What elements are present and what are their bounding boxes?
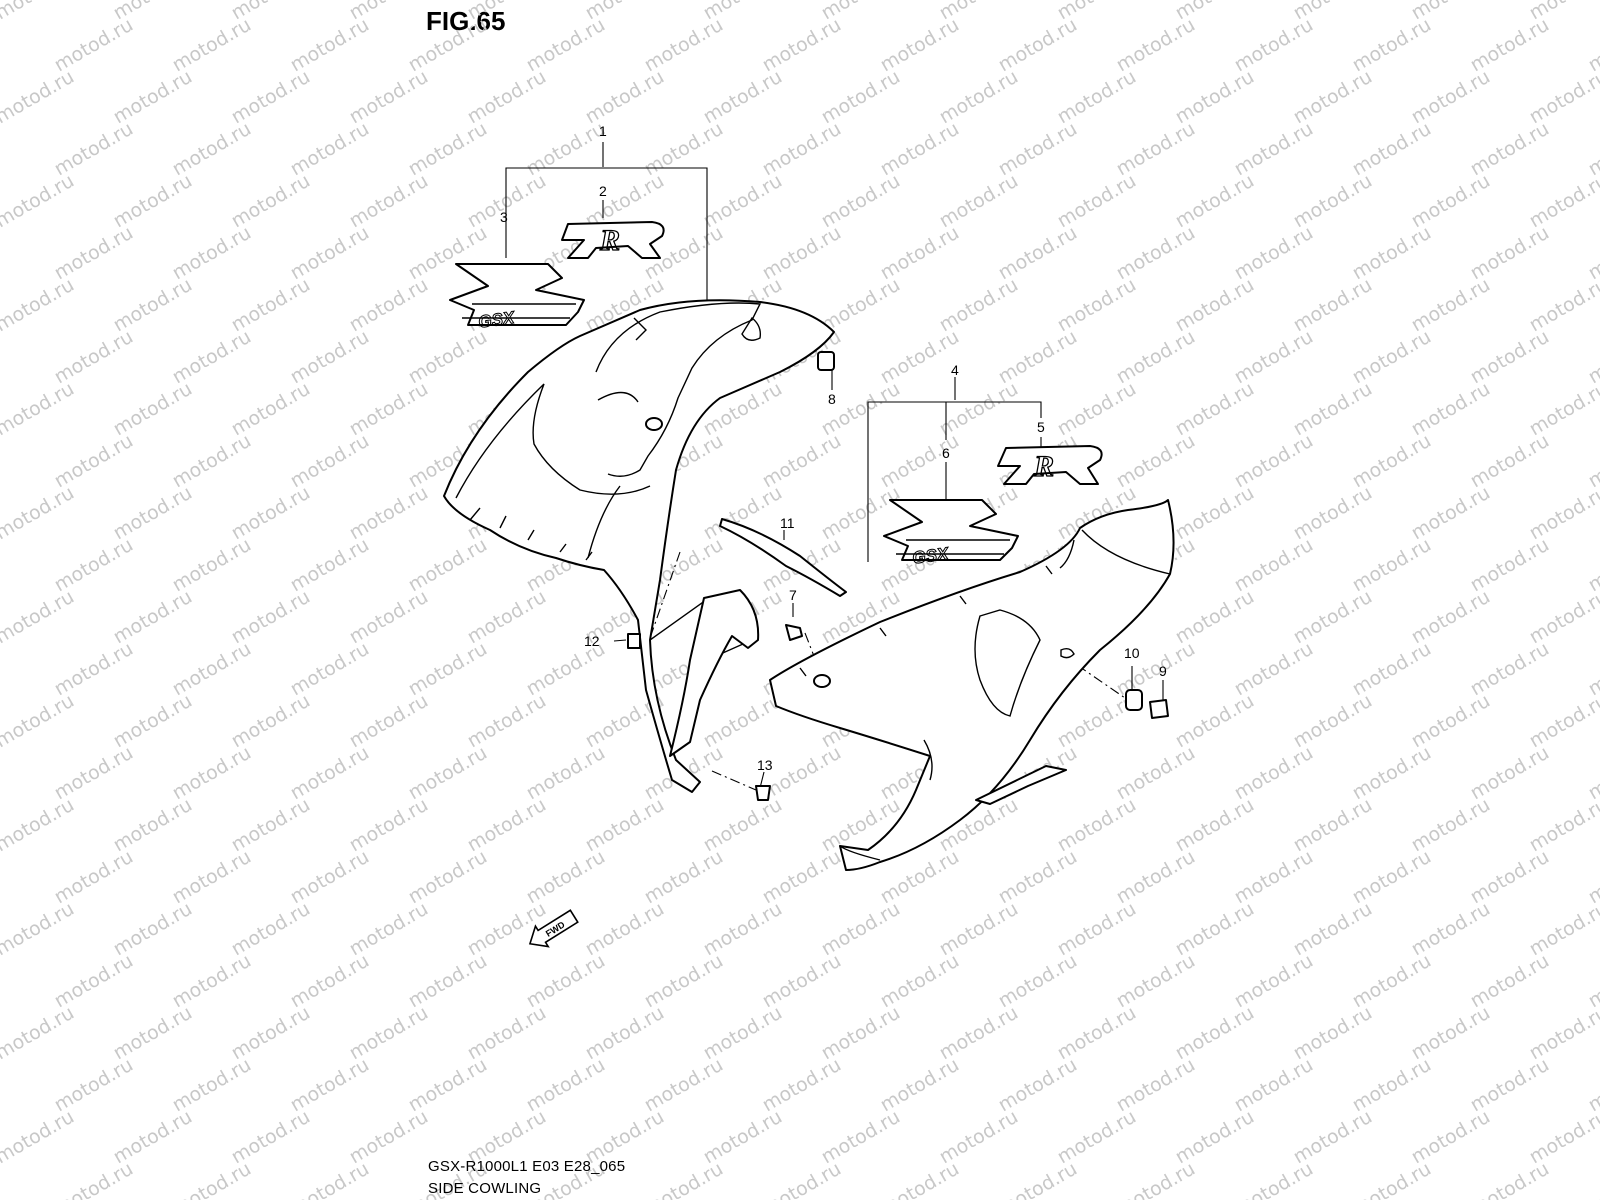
callout-1: 1 <box>599 123 607 139</box>
watermark-text: motod.ru <box>1585 1158 1600 1200</box>
watermark-text: motod.ru <box>759 1158 845 1200</box>
screw-7 <box>785 624 803 641</box>
callout-12: 12 <box>584 633 600 649</box>
watermark-text: motod.ru <box>1526 690 1600 753</box>
r-logo-text-lower: R <box>1033 450 1054 483</box>
watermark-text: motod.ru <box>0 482 78 545</box>
watermark-text: motod.ru <box>0 274 78 337</box>
callout-3: 3 <box>500 209 508 225</box>
watermark-text: motod.ru <box>877 1158 963 1200</box>
callout-10: 10 <box>1124 645 1140 661</box>
fwd-arrow-icon: FWD <box>528 909 579 948</box>
watermark-text: motod.ru <box>287 1158 373 1200</box>
watermark-text: motod.ru <box>995 1158 1081 1200</box>
cushion-part-10 <box>1125 689 1143 711</box>
watermark-text: motod.ru <box>0 898 78 961</box>
watermark-text: motod.ru <box>0 378 78 441</box>
callout-9: 9 <box>1159 663 1167 679</box>
screw-12 <box>627 633 641 649</box>
watermark-text: motod.ru <box>0 690 78 753</box>
model-code: GSX-R1000L1 E03 E28_065 <box>428 1158 626 1175</box>
callout-4: 4 <box>951 362 959 378</box>
callout-5: 5 <box>1037 419 1045 435</box>
watermark-text: motod.ru <box>1526 274 1600 337</box>
screw-13 <box>755 785 771 801</box>
watermark-text: motod.ru <box>1526 1002 1600 1065</box>
watermark-text: motod.ru <box>0 794 78 857</box>
watermark-text: motod.ru <box>0 66 78 129</box>
bolt-9 <box>1149 699 1169 719</box>
callout-labels: 1 2 3 4 5 6 7 8 9 10 11 12 13 <box>500 123 1167 773</box>
fastener-parts <box>627 518 1169 801</box>
cushion-part-8 <box>817 351 835 371</box>
callout-2: 2 <box>599 183 607 199</box>
watermark-text: motod.ru <box>1467 1158 1553 1200</box>
watermark-text: motod.ru <box>1526 378 1600 441</box>
watermark-text: motod.ru <box>0 1002 78 1065</box>
upper-cowling <box>443 299 835 793</box>
watermark-text: motod.ru <box>0 0 78 24</box>
watermark-text: motod.ru <box>1526 1106 1600 1169</box>
callout-8: 8 <box>828 391 836 407</box>
watermark-text: motod.ru <box>1349 1158 1435 1200</box>
gsx-logo-text-lower: GSX <box>911 544 951 568</box>
watermark-text: motod.ru <box>169 1158 255 1200</box>
watermark-text: motod.ru <box>1526 586 1600 649</box>
section-name: SIDE COWLING <box>428 1180 542 1197</box>
watermark-text: motod.ru <box>1526 482 1600 545</box>
r-logo-text: R <box>599 224 620 257</box>
watermark-text: motod.ru <box>1526 898 1600 961</box>
watermark-text: motod.ru <box>0 170 78 233</box>
callout-13: 13 <box>757 757 773 773</box>
leader-lines <box>505 142 1164 789</box>
watermark-text: motod.ru <box>1526 66 1600 129</box>
figure-title: FIG.65 <box>426 6 506 36</box>
gsx-decal-upper: GSX <box>449 263 585 332</box>
watermark-text: motod.ru <box>0 1106 78 1169</box>
r-decal-lower: R <box>997 445 1103 485</box>
watermark-text: motod.ru <box>51 1158 137 1200</box>
watermark-text: motod.ru <box>0 586 78 649</box>
gsx-logo-text: GSX <box>477 308 517 332</box>
watermark-text: motod.ru <box>1526 794 1600 857</box>
watermark-text: motod.ru <box>1231 1158 1317 1200</box>
r-decal-upper: R <box>561 221 665 259</box>
watermark-text: motod.ru <box>641 1158 727 1200</box>
watermark-text: motod.ru <box>1526 170 1600 233</box>
callout-7: 7 <box>789 587 797 603</box>
watermark-text: motod.ru <box>1113 1158 1199 1200</box>
lower-cowling <box>769 499 1175 871</box>
mount-bracket-11 <box>719 518 847 597</box>
callout-6: 6 <box>942 445 950 461</box>
callout-11: 11 <box>780 515 795 531</box>
